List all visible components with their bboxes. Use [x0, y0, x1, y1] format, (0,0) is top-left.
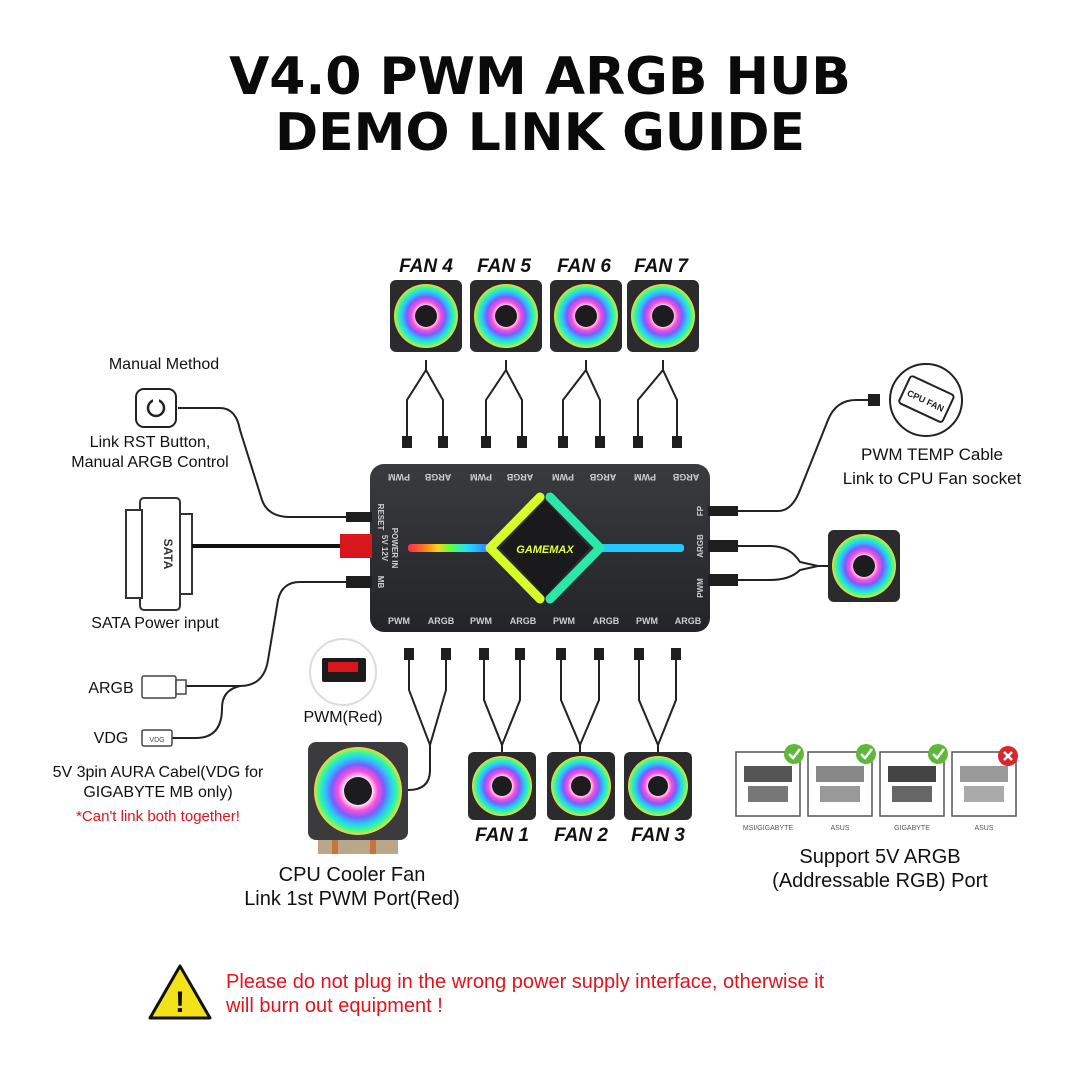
hub-top-port: ARGB — [424, 472, 451, 482]
hub-top-ports: PWM ARGB PWM ARGB PWM ARGB PWM ARGB — [388, 472, 699, 482]
hub-bottom-port: ARGB — [510, 616, 537, 626]
pwm-temp-label-2: Link to CPU Fan socket — [842, 469, 1022, 488]
hub-bottom-port: ARGB — [675, 616, 702, 626]
fan-3 — [624, 752, 692, 820]
pwm-red-icon — [309, 638, 377, 706]
rst-label-2: Manual ARGB Control — [71, 454, 229, 471]
cpu-label-1: CPU Cooler Fan — [278, 864, 426, 886]
mb-icon-4 — [951, 746, 1018, 817]
hub-top-port: ARGB — [589, 472, 616, 482]
cpu-fan-icon: CPU FAN — [889, 363, 963, 437]
fan-1 — [468, 752, 536, 820]
support-label-1: Support 5V ARGB — [799, 846, 961, 868]
argb-label: ARGB — [88, 680, 134, 697]
fan-4 — [390, 280, 462, 352]
warn-both-label: *Can't link both together! — [76, 808, 240, 825]
warning-text: Please do not plug in the wrong power su… — [226, 970, 1026, 1018]
mb-label: GIGABYTE — [894, 825, 930, 832]
mb-label: MSI/GIGABYTE — [743, 825, 794, 832]
hub-bottom-port: PWM — [470, 616, 492, 626]
warning-line-1: Please do not plug in the wrong power su… — [226, 971, 825, 993]
hub-bottom-port: PWM — [388, 616, 410, 626]
hub-top-port: PWM — [634, 472, 656, 482]
bottom-connectors — [404, 648, 681, 660]
argb-plug — [141, 675, 187, 699]
hub-brand: GAMEMAX — [516, 544, 574, 556]
pwm-temp-plug — [868, 394, 880, 406]
hub-label-power-sub: 5V 12V — [380, 535, 389, 562]
mb-label: ASUS — [830, 825, 849, 832]
fan-label: FAN 1 — [475, 825, 529, 846]
fan-label: FAN 6 — [557, 256, 611, 277]
mb-support-icons — [735, 744, 1018, 817]
title-line-1: V4.0 PWM ARGB HUB — [229, 47, 851, 107]
hub-label-pwm: PWM — [696, 578, 705, 598]
hub-top-port: ARGB — [506, 472, 533, 482]
fan-right — [828, 530, 900, 602]
hub-top-port: PWM — [552, 472, 574, 482]
title-line-2: DEMO LINK GUIDE — [274, 103, 806, 163]
warning-line-2: will burn out equipment ! — [226, 995, 443, 1017]
hub-top-port: PWM — [388, 472, 410, 482]
pwm-temp-label-1: PWM TEMP Cable — [860, 445, 1004, 464]
hub-top-port: PWM — [470, 472, 492, 482]
sata-label: SATA Power input — [91, 615, 219, 632]
rst-label-1: Link RST Button, — [89, 434, 211, 451]
mb-label: ASUS — [974, 825, 993, 832]
mb-icon-2 — [807, 744, 876, 817]
hub-bottom-port: ARGB — [428, 616, 455, 626]
hub-label-mb: MB — [376, 576, 385, 589]
fan-label: FAN 3 — [631, 825, 685, 846]
aura-label-1: 5V 3pin AURA Cabel(VDG for — [52, 764, 264, 781]
mb-icon-3 — [879, 744, 948, 817]
hub-bottom-port: PWM — [553, 616, 575, 626]
hub-bottom-ports: PWM ARGB PWM ARGB PWM ARGB PWM ARGB — [388, 616, 702, 626]
top-fans — [390, 280, 699, 352]
support-label-2: (Addressable RGB) Port — [772, 870, 988, 892]
hub-body — [340, 464, 738, 632]
hub-label-reset: RESET — [376, 504, 385, 531]
fan-label: FAN 5 — [477, 256, 531, 277]
manual-method-label: Manual Method — [108, 356, 220, 373]
sata-plug-text: SATA — [161, 539, 175, 570]
vdg-plug: VDG — [141, 729, 173, 747]
fan-label: FAN 4 — [399, 256, 453, 277]
hub-label-fp: FP — [696, 505, 705, 516]
cpu-label-2: Link 1st PWM Port(Red) — [244, 888, 460, 910]
sata-plug: SATA — [125, 497, 193, 611]
rst-cable — [178, 407, 346, 518]
vdg-cable — [172, 685, 241, 739]
hub-bottom-port: PWM — [636, 616, 658, 626]
hub-label-argb: ARGB — [696, 534, 705, 558]
hub-label-power: POWER IN — [390, 528, 399, 569]
mb-icon-1 — [735, 744, 804, 817]
fan-5 — [470, 280, 542, 352]
top-connectors — [402, 436, 682, 448]
fan-2 — [547, 752, 615, 820]
fan-7 — [627, 280, 699, 352]
bottom-fans — [468, 752, 692, 820]
bottom-fan-cables — [407, 660, 677, 791]
argb-cable — [186, 581, 346, 687]
fan-label: FAN 7 — [634, 256, 688, 277]
aura-label-2: GIGABYTE MB only) — [83, 784, 233, 801]
fan-label: FAN 2 — [554, 825, 608, 846]
cpu-cooler-fan — [308, 742, 408, 854]
pwm-red-label: PWM(Red) — [303, 709, 383, 726]
top-fan-cables — [406, 360, 678, 438]
vdg-plug-text: VDG — [149, 737, 164, 744]
warning-icon-text: ! — [175, 986, 185, 1019]
pwm-temp-cable — [738, 399, 880, 512]
vdg-label: VDG — [93, 730, 129, 747]
hub-bottom-port: ARGB — [593, 616, 620, 626]
hub-top-port: ARGB — [672, 472, 699, 482]
right-fan-cable — [738, 545, 828, 581]
warning-icon: ! — [148, 964, 212, 1020]
fan-6 — [550, 280, 622, 352]
rst-button — [135, 388, 177, 428]
